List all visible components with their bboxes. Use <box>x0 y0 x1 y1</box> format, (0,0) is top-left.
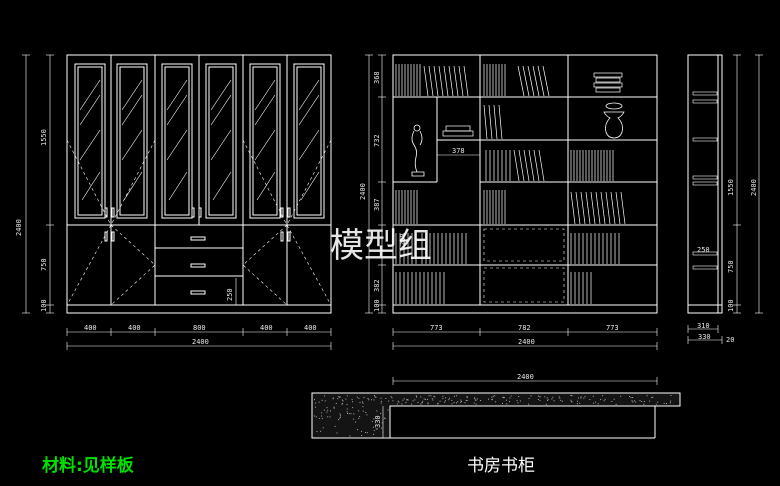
side-depth-1: 310 <box>697 322 710 330</box>
decor-statue <box>411 124 425 177</box>
section-row-4: 382 <box>373 279 381 292</box>
front-lower-height: 750 <box>40 258 48 271</box>
front-upper-height: 1550 <box>40 129 48 146</box>
glass-reflection-hatch <box>79 79 320 201</box>
door-handles <box>104 207 291 242</box>
glass-door-panels <box>74 63 325 219</box>
decor-vase <box>603 102 625 139</box>
section-inner-dim-2: 250 <box>399 233 407 246</box>
plan-view <box>311 377 681 439</box>
side-outline <box>687 54 723 314</box>
front-width-5: 400 <box>304 324 317 332</box>
countertop-section <box>311 392 681 439</box>
front-plinth-height: 100 <box>40 299 48 312</box>
front-width-4: 400 <box>260 324 273 332</box>
drawer-height: 250 <box>226 288 234 301</box>
plan-width: 2400 <box>517 373 534 381</box>
drawing-title: 书房书柜 <box>467 456 535 476</box>
side-upper-height: 1550 <box>727 179 735 196</box>
hidden-panel <box>483 228 565 303</box>
front-dimension-lines <box>22 54 332 350</box>
countertop-texture <box>314 395 672 437</box>
section-dimension-lines <box>365 54 658 350</box>
section-row-5: 100 <box>373 299 381 312</box>
section-row-2: 732 <box>373 134 381 147</box>
section-total-width: 2400 <box>518 338 535 346</box>
material-note: 材料:见样板 <box>42 455 135 476</box>
front-total-width: 2400 <box>192 338 209 346</box>
shelf-pins <box>692 91 718 270</box>
front-width-1: 400 <box>84 324 97 332</box>
front-width-2: 400 <box>128 324 141 332</box>
front-total-height: 2400 <box>15 219 23 236</box>
side-inner-dim: 250 <box>697 246 710 254</box>
shelf-outline <box>392 54 658 314</box>
books-on-shelves <box>395 64 626 304</box>
section-inner-dim-1: 378 <box>452 147 465 155</box>
section-row-1: 368 <box>373 71 381 84</box>
section-col-1: 773 <box>430 324 443 332</box>
section-elevation <box>365 54 658 350</box>
door-swing-lines <box>66 139 332 306</box>
section-row-3: 387 <box>373 198 381 211</box>
side-dimension-lines <box>687 54 763 344</box>
plan-depth: 330 <box>374 415 382 428</box>
section-col-2: 782 <box>518 324 531 332</box>
section-col-3: 773 <box>606 324 619 332</box>
front-width-3: 800 <box>193 324 206 332</box>
front-elevation <box>22 54 332 350</box>
section-total-height: 2400 <box>359 183 367 200</box>
side-elevation <box>687 54 763 344</box>
side-depth-2: 330 <box>698 333 711 341</box>
side-total-height: 2400 <box>750 179 758 196</box>
plan-dimension-lines <box>382 377 658 438</box>
side-depth-3: 20 <box>726 336 734 344</box>
watermark: 模型组 <box>330 226 432 266</box>
side-lower-height: 750 <box>727 260 735 273</box>
side-plinth-height: 100 <box>727 299 735 312</box>
